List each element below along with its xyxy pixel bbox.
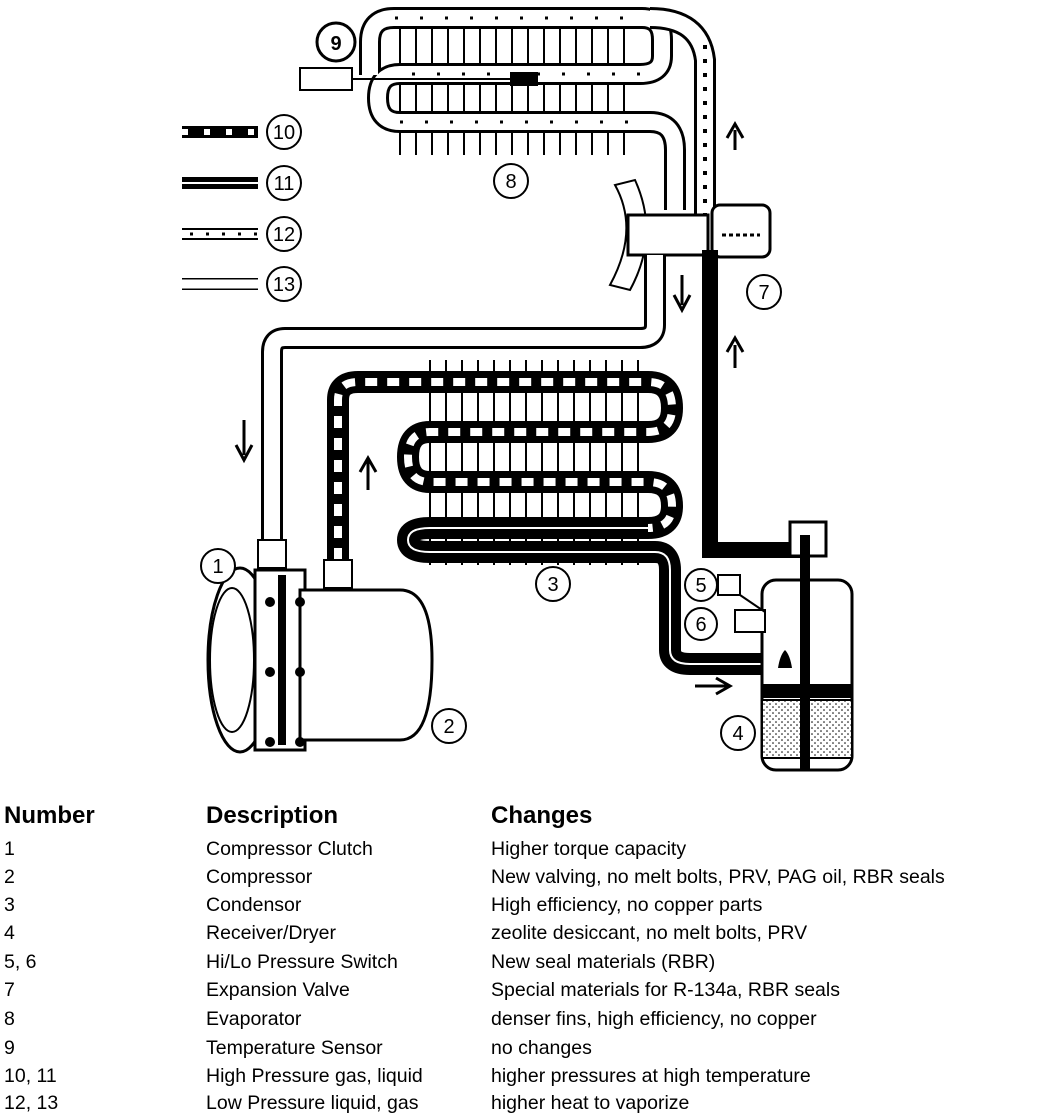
table-row: 8 Evaporator denser fins, high efficienc… <box>0 1008 1056 1036</box>
callout-1: 1 <box>212 556 223 578</box>
row-description: Expansion Valve <box>206 979 350 1001</box>
row-number: 12, 13 <box>4 1092 59 1114</box>
row-description: Compressor <box>206 866 313 888</box>
callout-7: 7 <box>758 282 769 304</box>
table-row: 4 Receiver/Dryer zeolite desiccant, no m… <box>0 922 1056 950</box>
pressure-switches: 5 6 <box>684 568 766 641</box>
legend-item-high-pressure-liquid: 11 <box>182 165 302 201</box>
callout-8: 8 <box>505 171 516 193</box>
row-changes: zeolite desiccant, no melt bolts, PRV <box>491 922 808 944</box>
row-description: Compressor Clutch <box>206 838 373 860</box>
temperature-sensor: 9 <box>299 21 538 91</box>
callout-5: 5 <box>695 575 706 597</box>
legend-label: 12 <box>273 224 295 246</box>
table-row: 2 Compressor New valving, no melt bolts,… <box>0 866 1056 894</box>
callout-2: 2 <box>443 716 454 738</box>
header-description: Description <box>206 802 339 829</box>
callout-4: 4 <box>732 723 743 745</box>
row-number: 1 <box>4 838 15 860</box>
evaporator: 8 <box>359 7 716 215</box>
row-changes: New seal materials (RBR) <box>491 951 716 973</box>
row-changes: higher heat to vaporize <box>491 1092 690 1114</box>
row-changes: Special materials for R-134a, RBR seals <box>491 979 840 1001</box>
legend: 10 11 12 13 <box>182 114 302 302</box>
header-number: Number <box>4 802 95 829</box>
table-row: 10, 11 High Pressure gas, liquid higher … <box>0 1065 1056 1093</box>
header-changes: Changes <box>491 802 593 829</box>
legend-item-low-pressure-gas: 13 <box>182 266 302 302</box>
row-description: Receiver/Dryer <box>206 922 337 944</box>
row-number: 2 <box>4 866 15 888</box>
ac-system-diagram: 10 11 12 13 <box>182 7 854 772</box>
row-number: 10, 11 <box>4 1065 57 1087</box>
row-description: Evaporator <box>206 1008 302 1030</box>
row-number: 3 <box>4 894 15 916</box>
condenser: 3 <box>327 360 770 696</box>
table-row: 5, 6 Hi/Lo Pressure Switch New seal mate… <box>0 951 1056 979</box>
receiver-dryer: 4 <box>720 520 854 772</box>
legend-label: 10 <box>273 122 295 144</box>
table-row: 1 Compressor Clutch Higher torque capaci… <box>0 838 1056 866</box>
row-description: Condensor <box>206 894 302 916</box>
legend-item-low-pressure-liquid: 12 <box>182 216 302 252</box>
row-description: Hi/Lo Pressure Switch <box>206 951 398 973</box>
row-number: 5, 6 <box>4 951 37 973</box>
callout-3: 3 <box>547 574 558 596</box>
legend-label: 13 <box>273 274 295 296</box>
row-number: 4 <box>4 922 15 944</box>
legend-label: 11 <box>274 173 295 195</box>
row-changes: Higher torque capacity <box>491 838 687 860</box>
row-number: 8 <box>4 1008 15 1030</box>
table-row: 12, 13 Low Pressure liquid, gas higher h… <box>0 1092 1056 1120</box>
row-changes: High efficiency, no copper parts <box>491 894 763 916</box>
suction-line <box>234 255 692 545</box>
liquid-line <box>702 120 800 558</box>
row-changes: higher pressures at high temperature <box>491 1065 811 1087</box>
callout-9: 9 <box>330 33 341 55</box>
row-changes: denser fins, high efficiency, no copper <box>491 1008 817 1030</box>
row-description: High Pressure gas, liquid <box>206 1065 423 1087</box>
row-changes: New valving, no melt bolts, PRV, PAG oil… <box>491 866 945 888</box>
row-number: 7 <box>4 979 15 1001</box>
row-description: Low Pressure liquid, gas <box>206 1092 419 1114</box>
callout-6: 6 <box>695 614 706 636</box>
row-changes: no changes <box>491 1037 592 1059</box>
table-row: 9 Temperature Sensor no changes <box>0 1037 1056 1065</box>
expansion-valve: 7 <box>608 178 782 310</box>
table-row: 7 Expansion Valve Special materials for … <box>0 979 1056 1007</box>
row-description: Temperature Sensor <box>206 1037 383 1059</box>
compressor: 1 2 <box>200 539 467 754</box>
component-changes-table: Number Description Changes 1 Compressor … <box>0 800 1056 1120</box>
table-row: 3 Condensor High efficiency, no copper p… <box>0 894 1056 922</box>
legend-item-high-pressure-gas: 10 <box>182 114 302 150</box>
row-number: 9 <box>4 1037 15 1059</box>
